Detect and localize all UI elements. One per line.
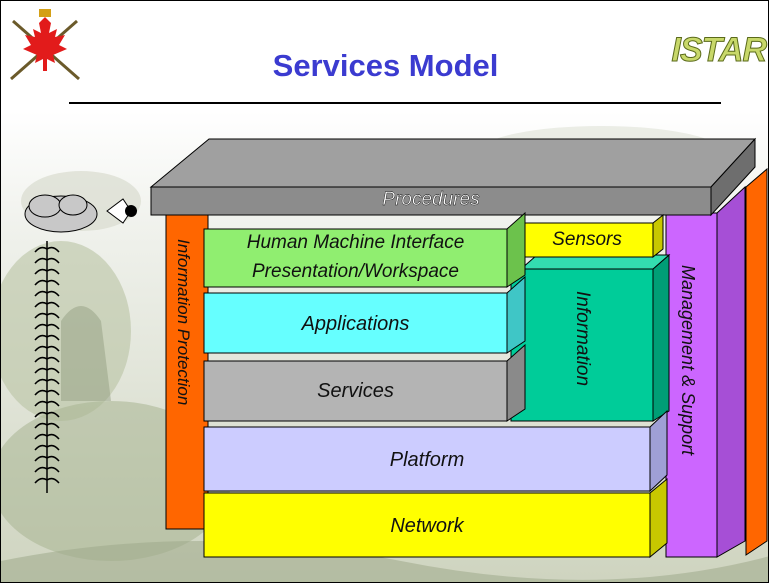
right-edge-strip [745,167,768,556]
chain-link [34,433,60,440]
procedures-top [149,138,757,188]
platform-front [203,426,651,492]
chain-link [34,301,60,308]
chain-link [34,268,60,275]
sensors-label: Sensors [552,229,622,250]
management-support-side [716,185,746,558]
services-front [203,360,508,422]
information-side [652,253,670,422]
applications-label: Applications [301,313,410,335]
title-underline [69,102,721,104]
applications-front [203,292,508,354]
chain-link [34,389,60,396]
cloud-eye-icon [24,194,137,233]
network-side [649,477,668,559]
chain-link [34,477,60,484]
information-protection-block [165,212,209,530]
slide-title: Services Model [272,48,499,83]
applications-side [506,275,526,354]
chain-link [34,246,60,253]
maple-leaf-crest-icon [10,9,80,81]
chain-link [34,444,60,451]
services-side [506,343,526,422]
chain-link [34,345,60,352]
chain-link [34,466,60,473]
services-label: Services [317,380,394,402]
chain-link [34,334,60,341]
chain-link [34,455,60,462]
chain-link [34,411,60,418]
chain-link [34,257,60,264]
management-support-label: Management & Support [678,265,698,456]
information-label: Information [572,291,593,387]
chain-link [34,422,60,429]
chain-link [34,400,60,407]
chain-link [34,279,60,286]
sensors-side [652,213,664,259]
hmi-front [203,228,508,288]
chain-link [34,312,60,319]
istar-logo: ISTAR [671,31,767,70]
chain-link [34,378,60,385]
hmi-side [506,211,526,288]
hmi-label-line1: Human Machine Interface [246,232,465,253]
procedures-label: Procedures [382,189,480,210]
chain-spine-icon [34,241,60,493]
hmi-label-line2: Presentation/Workspace [252,261,459,282]
network-label: Network [390,515,464,537]
platform-label: Platform [389,449,465,471]
chain-link [34,290,60,297]
chain-link [34,323,60,330]
information-protection-label: Information Protection [174,239,193,406]
chain-link [34,367,60,374]
chain-link [34,356,60,363]
platform-side [649,409,668,493]
information-top [519,254,671,270]
procedures-side [710,137,756,217]
